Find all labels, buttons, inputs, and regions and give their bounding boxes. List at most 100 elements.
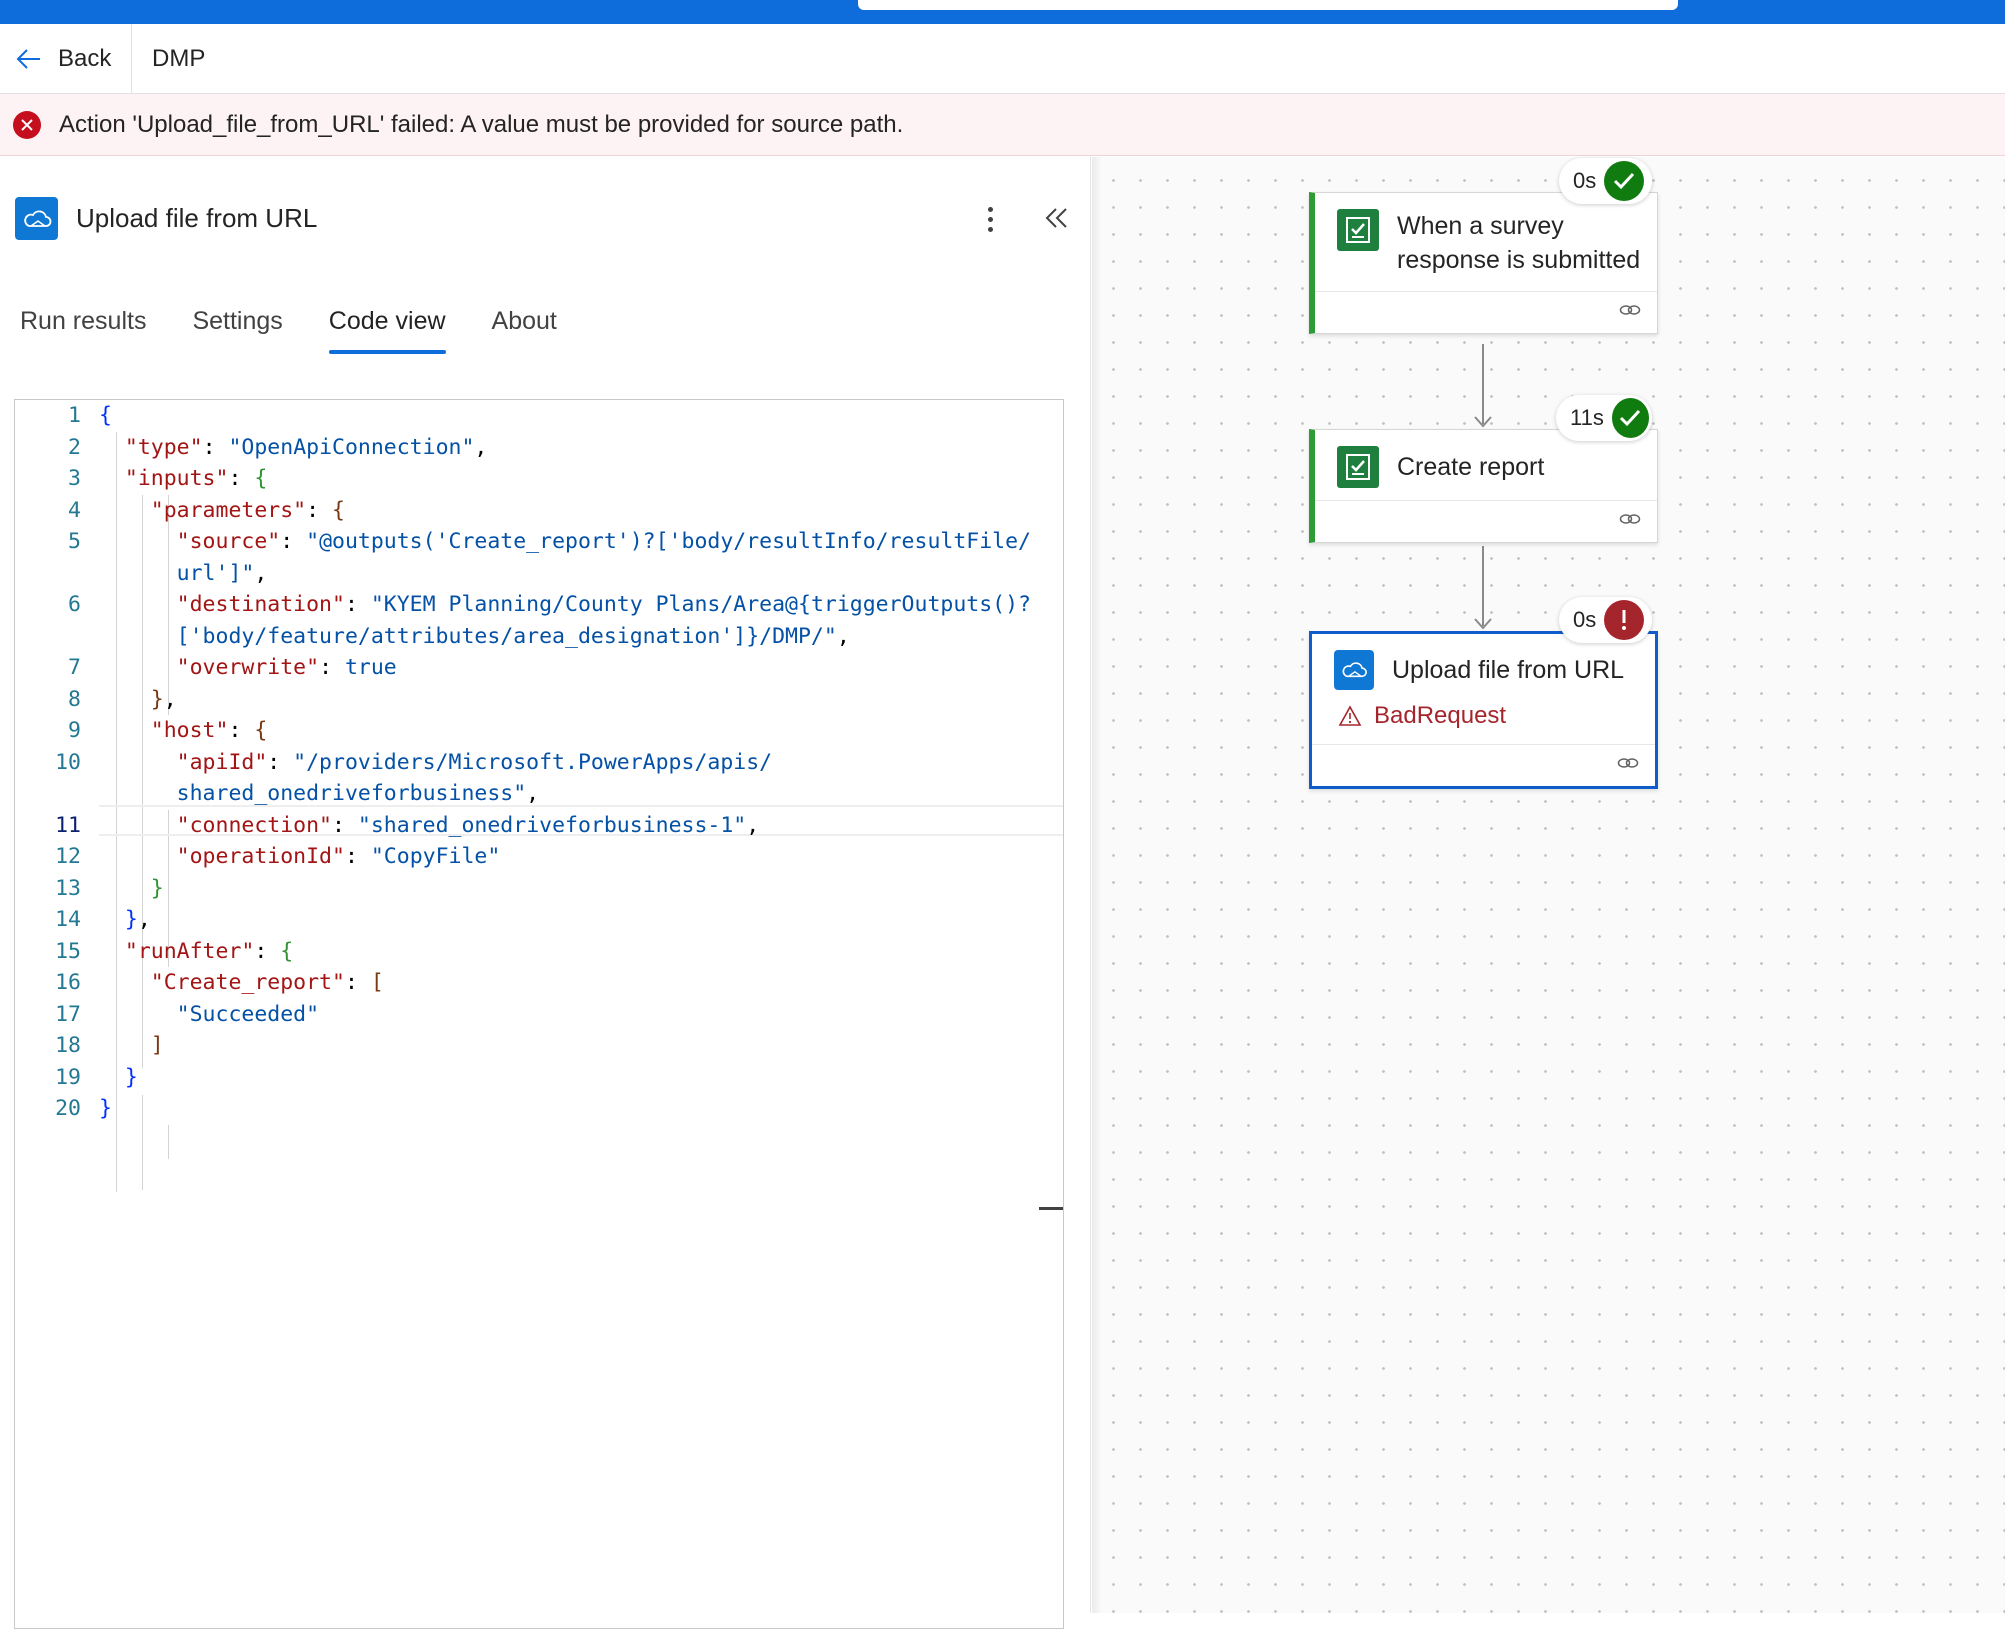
line-number: 7 <box>68 655 81 681</box>
panel-shadow <box>1092 157 1102 1613</box>
code-line[interactable]: 5 "source": "@outputs('Create_report')?[… <box>15 526 1063 558</box>
code-text: "inputs": { <box>124 466 268 492</box>
code-line[interactable]: 1{ <box>15 400 1063 432</box>
code-text: ] <box>150 1033 164 1059</box>
code-line[interactable]: 6 "destination": "KYEM Planning/County P… <box>15 589 1063 621</box>
top-bar <box>0 0 2005 24</box>
onedrive-icon <box>1334 650 1374 690</box>
code-line[interactable]: 18 ] <box>15 1030 1063 1062</box>
line-number: 1 <box>68 403 81 429</box>
code-line[interactable]: 13 } <box>15 873 1063 905</box>
step-title: Upload file from URL <box>1392 656 1625 684</box>
tab-run-results[interactable]: Run results <box>20 307 147 335</box>
code-line[interactable]: 12 "operationId": "CopyFile" <box>15 841 1063 873</box>
status-badge: 0s <box>1559 597 1652 643</box>
line-number: 2 <box>68 434 81 460</box>
code-text: "Create_report": [ <box>150 970 384 996</box>
tab-about[interactable]: About <box>491 307 557 335</box>
flow-canvas[interactable] <box>1092 157 2005 1613</box>
code-line[interactable]: 20} <box>15 1093 1063 1125</box>
line-number: 20 <box>55 1096 81 1122</box>
status-badge: 11s <box>1556 395 1652 441</box>
connector-arrow-icon <box>1474 416 1492 428</box>
line-number: 6 <box>68 592 81 618</box>
code-line[interactable]: url']", <box>15 558 1063 590</box>
code-line[interactable]: 9 "host": { <box>15 715 1063 747</box>
flow-name: DMP <box>152 45 206 72</box>
code-text: "operationId": "CopyFile" <box>176 844 501 870</box>
code-text: "host": { <box>150 718 268 744</box>
line-number: 8 <box>68 686 81 712</box>
line-number: 9 <box>68 718 81 744</box>
code-line[interactable]: 4 "parameters": { <box>15 495 1063 527</box>
more-options-button[interactable] <box>975 199 1005 239</box>
error-exclamation-icon <box>1604 600 1645 640</box>
step-title: When a survey response is submitted <box>1397 212 1641 274</box>
code-text: "runAfter": { <box>124 938 294 964</box>
panel-tabs: Run results Settings Code view About <box>20 307 557 354</box>
code-line[interactable]: 2 "type": "OpenApiConnection", <box>15 432 1063 464</box>
arrow-left-icon <box>16 49 40 69</box>
code-text: "source": "@outputs('Create_report')?['b… <box>176 529 1031 555</box>
link-icon <box>1617 758 1639 768</box>
line-number: 4 <box>68 497 81 523</box>
line-number: 17 <box>55 1001 81 1027</box>
code-text: "apiId": "/providers/Microsoft.PowerApps… <box>176 749 773 775</box>
line-number: 13 <box>55 875 81 901</box>
code-line[interactable]: ['body/feature/attributes/area_designati… <box>15 621 1063 653</box>
code-text: "type": "OpenApiConnection", <box>124 434 488 460</box>
collapse-panel-icon[interactable] <box>1042 203 1070 233</box>
line-number: 16 <box>55 970 81 996</box>
code-line[interactable]: 16 "Create_report": [ <box>15 967 1063 999</box>
scrollbar-marker <box>1039 1207 1063 1210</box>
line-number: 14 <box>55 907 81 933</box>
step-title: Create report <box>1397 453 1545 481</box>
back-button[interactable]: Back <box>14 24 111 94</box>
search-box[interactable] <box>858 0 1678 10</box>
code-text: "overwrite": true <box>176 655 397 681</box>
status-badge: 0s <box>1559 158 1652 204</box>
flow-step-trigger[interactable]: When a survey response is submitted <box>1309 192 1658 334</box>
code-line[interactable]: shared_onedriveforbusiness", <box>15 778 1063 810</box>
code-line[interactable]: 19 } <box>15 1062 1063 1094</box>
code-line[interactable]: 11 "connection": "shared_onedriveforbusi… <box>15 810 1063 842</box>
header-divider <box>131 24 132 94</box>
code-editor[interactable]: 1{2 "type": "OpenApiConnection",3 "input… <box>14 399 1064 1629</box>
code-line[interactable]: 14 }, <box>15 904 1063 936</box>
step-error-text: BadRequest <box>1374 702 1507 729</box>
code-text: "connection": "shared_onedriveforbusines… <box>176 812 760 838</box>
code-text: } <box>124 1064 138 1090</box>
line-number: 11 <box>55 812 81 838</box>
action-details-panel: Upload file from URL Run results Setting… <box>0 157 1091 1629</box>
error-icon <box>13 110 41 139</box>
tab-settings[interactable]: Settings <box>192 307 283 335</box>
code-text: "destination": "KYEM Planning/County Pla… <box>176 592 1031 618</box>
line-number: 19 <box>55 1064 81 1090</box>
code-text: url']", <box>176 560 268 586</box>
code-line[interactable]: 10 "apiId": "/providers/Microsoft.PowerA… <box>15 747 1063 779</box>
flow-step-create-report[interactable]: Create report <box>1309 429 1658 543</box>
step-duration: 0s <box>1573 607 1597 632</box>
connector-arrow-icon <box>1474 618 1492 630</box>
line-number: 12 <box>55 844 81 870</box>
code-text: { <box>99 403 112 429</box>
warning-icon <box>1338 705 1362 726</box>
step-duration: 0s <box>1573 168 1597 193</box>
tab-code-view[interactable]: Code view <box>328 307 446 354</box>
line-number: 10 <box>55 749 81 775</box>
code-line[interactable]: 3 "inputs": { <box>15 463 1063 495</box>
code-text: shared_onedriveforbusiness", <box>176 781 540 807</box>
code-line[interactable]: 15 "runAfter": { <box>15 936 1063 968</box>
code-text: }, <box>150 686 177 712</box>
error-message: Action 'Upload_file_from_URL' failed: A … <box>59 110 904 138</box>
step-duration: 11s <box>1570 405 1604 430</box>
success-check-icon <box>1604 161 1645 201</box>
connector-line <box>1482 344 1484 424</box>
code-line[interactable]: 8 }, <box>15 684 1063 716</box>
flow-step-upload-file[interactable]: Upload file from URL BadRequest <box>1309 631 1658 789</box>
code-line[interactable]: 7 "overwrite": true <box>15 652 1063 684</box>
success-check-icon <box>1611 398 1649 438</box>
step-error: BadRequest <box>1312 698 1655 744</box>
code-line[interactable]: 17 "Succeeded" <box>15 999 1063 1031</box>
onedrive-icon <box>15 197 58 240</box>
